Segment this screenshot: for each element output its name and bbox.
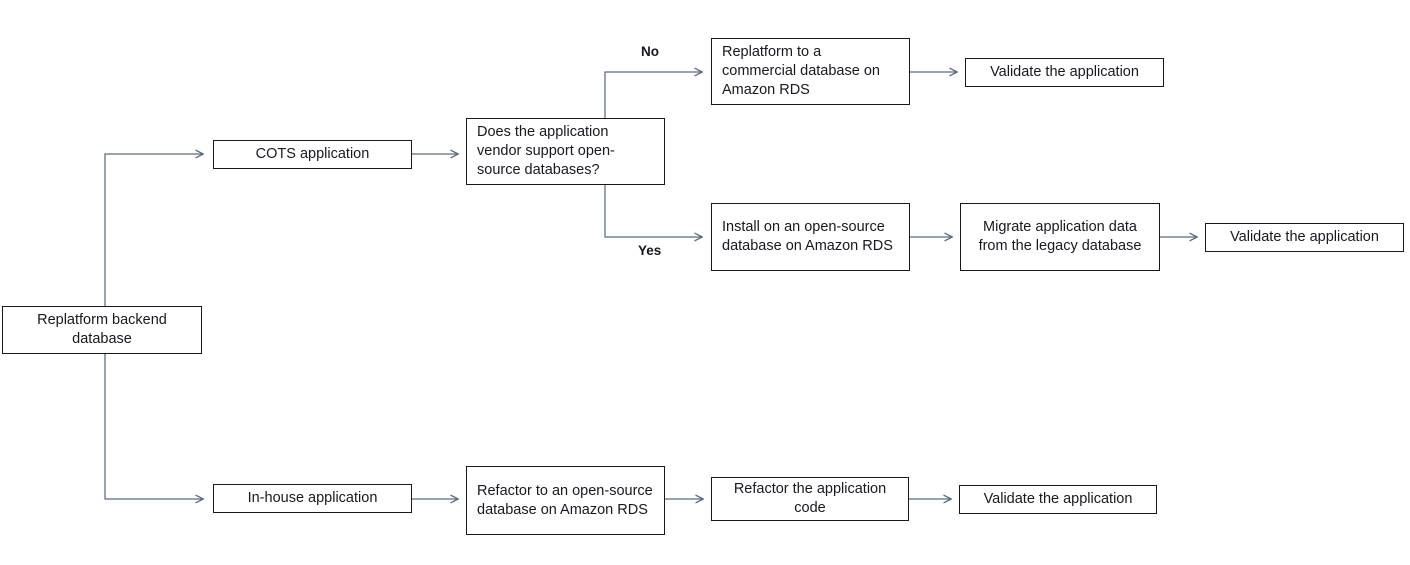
edge-start-to-inhouse (104, 306, 203, 499)
node-refactor_db: Refactor to an open-source database on A… (466, 466, 665, 535)
node-label: Validate the application (983, 491, 1133, 507)
node-label: In-house application (247, 490, 378, 506)
node-inhouse: In-house application (213, 484, 412, 513)
edge-decision-to-install (604, 185, 702, 237)
node-replatform: Replatform to a commercial database on A… (711, 38, 910, 105)
node-validate1: Validate the application (965, 58, 1164, 87)
edge-start-to-cots (104, 154, 203, 355)
node-cots: COTS application (213, 140, 412, 169)
node-validate2: Validate the application (1205, 223, 1404, 252)
node-label: Migrate application data from the legacy… (978, 219, 1142, 254)
edge-decision-to-replatform (604, 72, 702, 118)
node-label: Refactor the application code (733, 481, 887, 516)
node-decision: Does the application vendor support open… (466, 118, 665, 185)
node-start: Replatform backend database (2, 306, 202, 354)
node-migrate: Migrate application data from the legacy… (960, 203, 1160, 271)
node-label: Replatform backend database (37, 312, 167, 347)
node-label: Validate the application (990, 64, 1139, 80)
node-validate3: Validate the application (959, 485, 1157, 514)
node-label: Validate the application (1230, 229, 1379, 245)
node-refactor_code: Refactor the application code (711, 477, 909, 521)
node-label: Refactor to an open-source database on A… (477, 482, 653, 518)
node-label: Replatform to a commercial database on A… (722, 44, 880, 98)
node-install: Install on an open-source database on Am… (711, 203, 910, 271)
node-label: Install on an open-source database on Am… (722, 219, 893, 254)
node-label: Does the application vendor support open… (477, 124, 615, 178)
node-label: COTS application (255, 146, 370, 162)
edge-label-no: No (641, 44, 659, 59)
edge-label-yes: Yes (638, 243, 662, 258)
